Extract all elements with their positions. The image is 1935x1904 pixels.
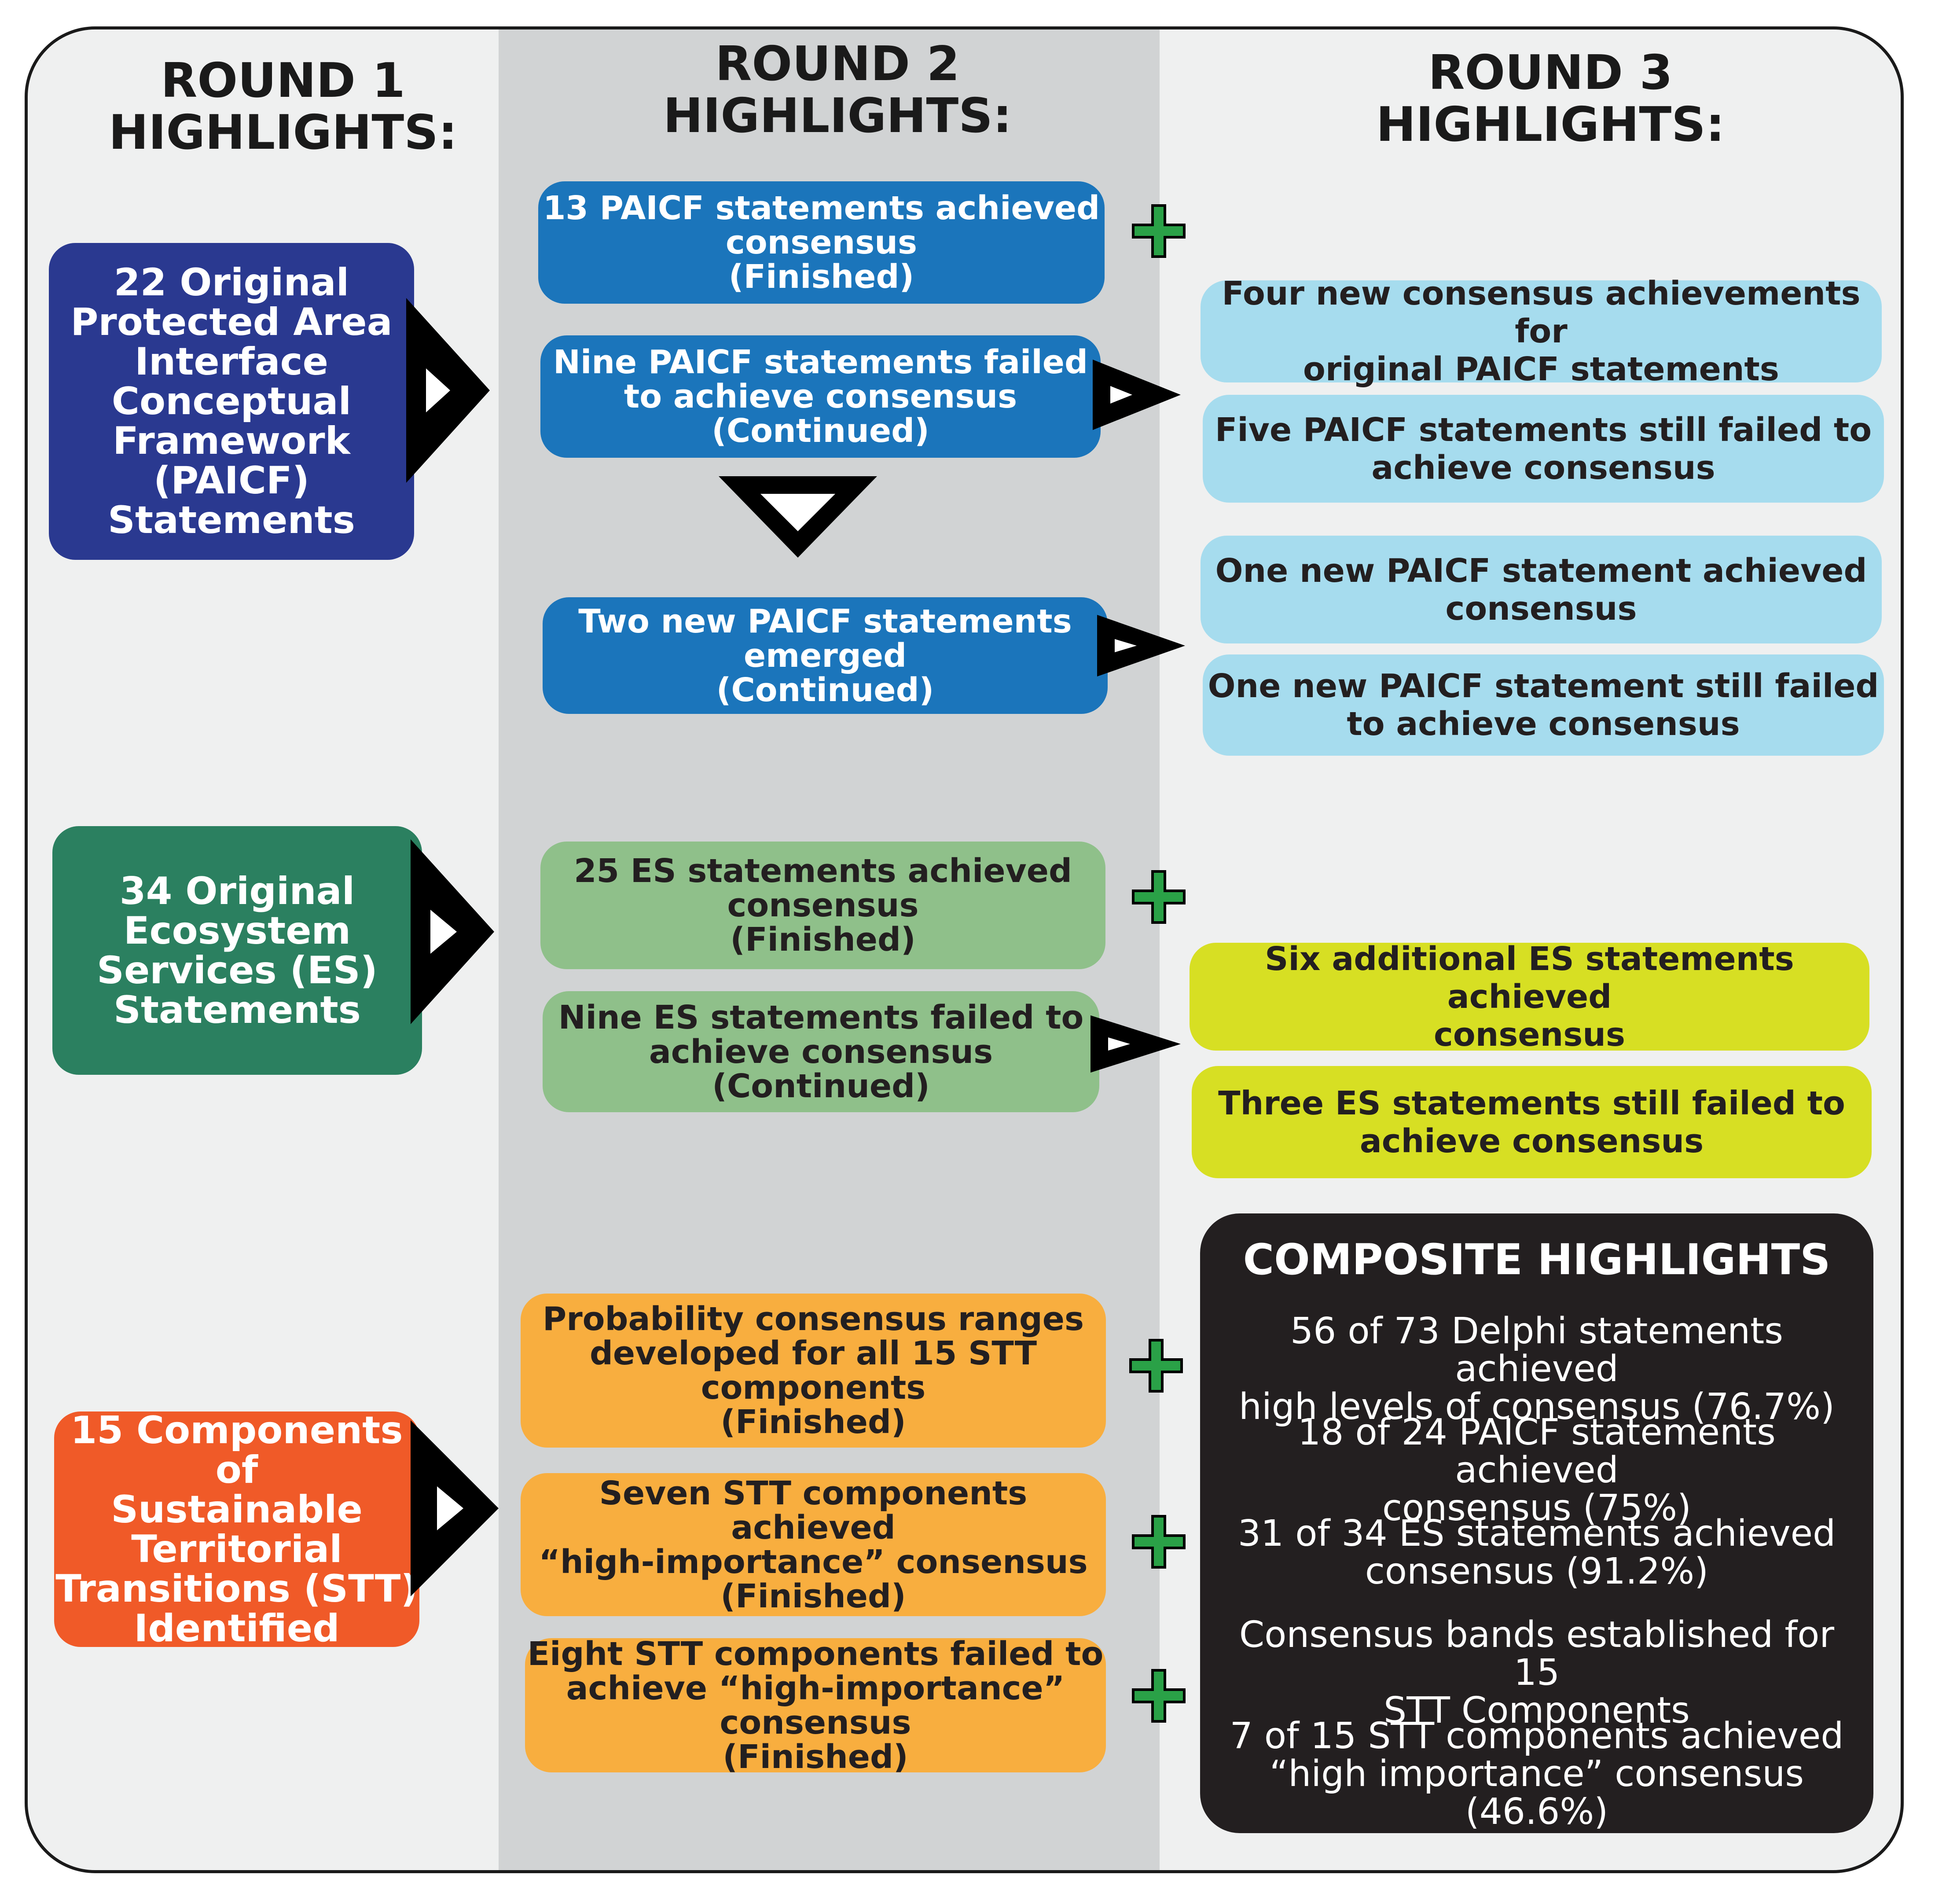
- round2-stt-probability-box: Probability consensus ranges developed f…: [521, 1294, 1106, 1448]
- composite-item: 56 of 73 Delphi statements achieved high…: [1238, 1310, 1835, 1428]
- round3-es-three-box: Three ES statements still failed to achi…: [1192, 1066, 1872, 1178]
- round3-paicf-four-box: Four new consensus achievements for orig…: [1201, 275, 1882, 388]
- round3-paicf-one-failed-box: One new PAICF statement still failed to …: [1203, 654, 1884, 756]
- round2-stt-failed-box: Eight STT components failed to achieve “…: [525, 1637, 1106, 1774]
- triangle-arrow-icon: [719, 476, 877, 558]
- plus-icon: [1132, 1515, 1186, 1569]
- round2-paicf-finished-box: 13 PAICF statements achieved consensus (…: [538, 181, 1105, 304]
- connectors-layer: [406, 204, 1186, 1723]
- triangle-arrow-icon: [406, 298, 490, 483]
- round1-es-box: 34 Original Ecosystem Services (ES) Stat…: [52, 826, 422, 1075]
- composite-item: 7 of 15 STT components achieved “high im…: [1230, 1715, 1844, 1833]
- round1-header: ROUND 1 HIGHLIGHTS:: [108, 53, 458, 160]
- round3-paicf-five-box: Five PAICF statements still failed to ac…: [1203, 395, 1884, 503]
- composite-item: Consensus bands established for 15 STT C…: [1239, 1614, 1835, 1731]
- round2-es-failed-box: Nine ES statements failed to achieve con…: [543, 991, 1099, 1112]
- round3-paicf-one-achieved-box: One new PAICF statement achieved consens…: [1201, 536, 1882, 643]
- round3-header: ROUND 3 HIGHLIGHTS:: [1376, 45, 1725, 152]
- composite-title: COMPOSITE HIGHLIGHTS: [1243, 1235, 1831, 1284]
- plus-icon: [1129, 1339, 1183, 1393]
- plus-icon: [1132, 1669, 1186, 1723]
- plus-icon: [1132, 204, 1186, 258]
- round2-paicf-new-box: Two new PAICF statements emerged (Contin…: [543, 597, 1108, 714]
- plus-icon: [1132, 870, 1186, 924]
- round2-es-finished-box: 25 ES statements achieved consensus (Fin…: [540, 842, 1105, 969]
- composite-item: 18 of 24 PAICF statements achieved conse…: [1298, 1411, 1776, 1529]
- round2-stt-high-box: Seven STT components achieved “high-impo…: [521, 1473, 1106, 1616]
- round2-header: ROUND 2 HIGHLIGHTS:: [663, 37, 1012, 143]
- composite-item: 31 of 34 ES statements achieved consensu…: [1237, 1513, 1836, 1592]
- triangle-arrow-icon: [411, 839, 494, 1024]
- round3-es-six-box: Six additional ES statements achieved co…: [1190, 940, 1869, 1054]
- round1-paicf-box: 22 Original Protected Area Interface Con…: [49, 243, 414, 560]
- round2-paicf-failed-box: Nine PAICF statements failed to achieve …: [540, 335, 1101, 458]
- diagram-frame: ROUND 1 HIGHLIGHTS: ROUND 2 HIGHLIGHTS: …: [25, 26, 1904, 1873]
- triangle-arrow-icon: [1093, 360, 1181, 430]
- triangle-arrow-icon: [411, 1420, 499, 1596]
- triangle-arrow-icon: [1097, 615, 1185, 676]
- composite-highlights-box: COMPOSITE HIGHLIGHTS 56 of 73 Delphi sta…: [1200, 1213, 1873, 1833]
- round1-stt-box: 15 Components of Sustainable Territorial…: [54, 1411, 419, 1648]
- triangle-arrow-icon: [1091, 1015, 1181, 1073]
